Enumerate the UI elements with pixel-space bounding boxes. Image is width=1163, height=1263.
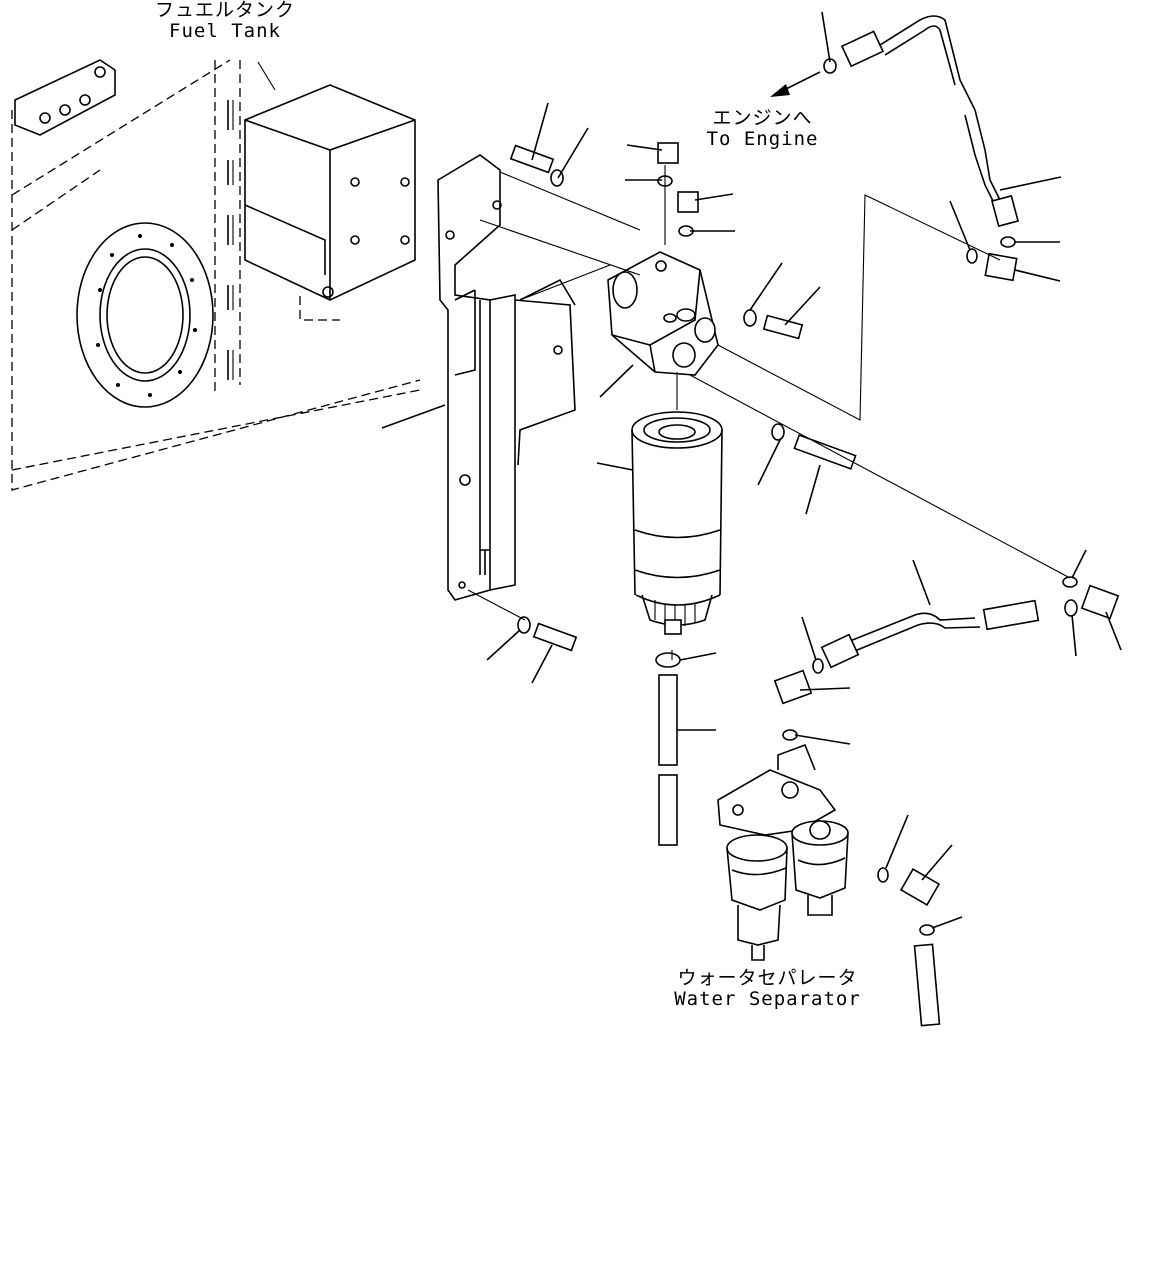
assembly-lines <box>467 165 1071 660</box>
water-separator-assembly <box>717 743 849 961</box>
tank-flange <box>76 222 214 408</box>
tank-hinge-plate <box>14 59 116 136</box>
water-separator-label-jp: ウォータセパレータ <box>677 967 858 989</box>
water-separator-label-en: Water Separator <box>674 988 861 1010</box>
to-engine-label-en: To Engine <box>706 128 819 150</box>
fasteners <box>509 58 1078 936</box>
water-separator-label: ウォータセパレータ Water Separator <box>660 968 875 1010</box>
to-engine-arrow <box>770 71 821 97</box>
fuel-tank <box>11 59 421 491</box>
leader-lines <box>381 11 1122 929</box>
fuel-tank-label-en: Fuel Tank <box>169 20 281 42</box>
to-engine-label-jp: エンジンへ <box>712 107 813 129</box>
to-engine-label: エンジンへ To Engine <box>680 108 845 150</box>
hoses <box>655 15 1120 1027</box>
mounting-bracket <box>437 154 576 601</box>
filter-head <box>607 251 719 376</box>
fuel-filter-cartridge <box>631 411 723 635</box>
fuel-tank-label-jp: フュエルタンク <box>154 0 295 21</box>
tank-bracket <box>244 84 416 321</box>
fuel-tank-label: フュエルタンク Fuel Tank <box>135 0 315 42</box>
